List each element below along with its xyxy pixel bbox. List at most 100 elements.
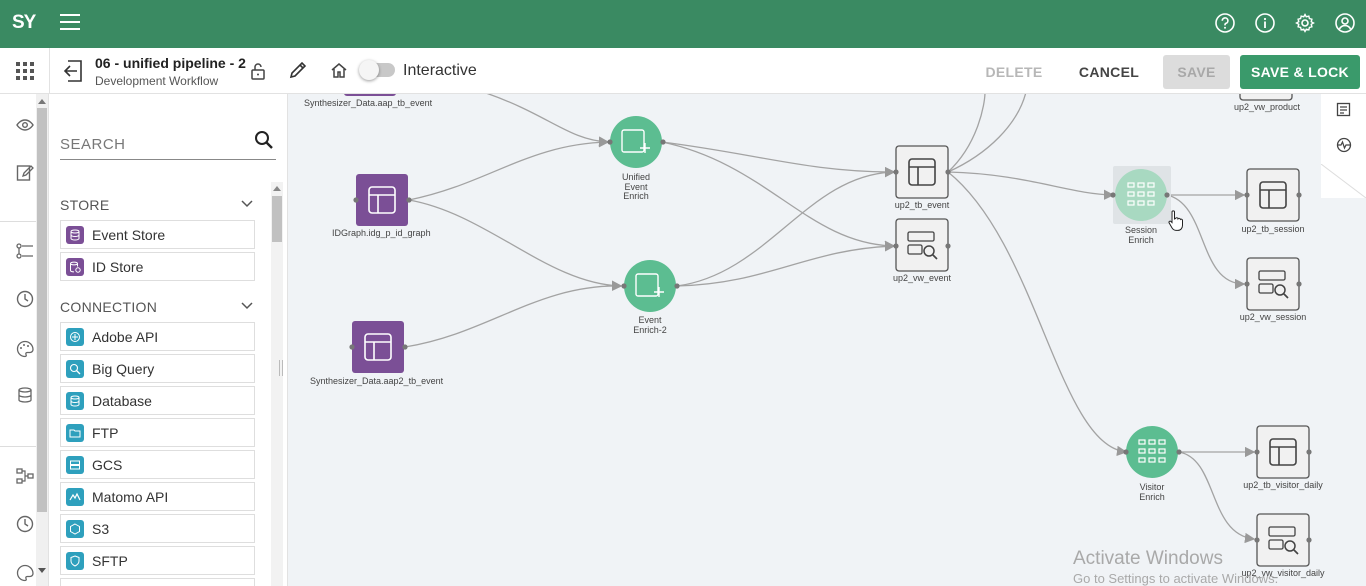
rail-divider	[0, 221, 36, 222]
palette-item-sftp[interactable]: SFTP	[60, 546, 255, 575]
scroll-up-arrow-icon[interactable]	[273, 186, 281, 191]
node-label: up2_vw_visitor_daily	[1241, 568, 1325, 578]
workflow-title-block: 06 - unified pipeline - 2 Development Wo…	[95, 55, 246, 88]
help-icon[interactable]	[1214, 12, 1236, 34]
interactive-toggle[interactable]	[359, 60, 395, 80]
node-up2-vw-event[interactable]	[893, 218, 951, 272]
database-icon	[66, 391, 84, 410]
user-account-icon[interactable]	[1334, 12, 1356, 34]
toggle-knob[interactable]	[359, 60, 379, 80]
node-label: Synthesizer_Data.aap2_tb_event	[310, 376, 444, 386]
save-and-lock-button[interactable]: SAVE & LOCK	[1240, 55, 1360, 89]
cancel-button[interactable]: CANCEL	[1078, 64, 1140, 80]
connection-section-title[interactable]: CONNECTION	[60, 299, 158, 315]
node-up2-vw-product[interactable]	[1239, 94, 1293, 101]
schedule-clock-icon[interactable]	[16, 515, 34, 533]
palette-item-database[interactable]: Database	[60, 386, 255, 415]
node-up2-tb-session[interactable]	[1244, 168, 1302, 222]
palette-item-adobe-api[interactable]: Adobe API	[60, 322, 255, 351]
chevron-down-icon[interactable]	[241, 200, 253, 208]
apps-grid-icon[interactable]	[16, 62, 34, 80]
node-label: Session Enrich	[1124, 225, 1158, 245]
home-icon[interactable]	[330, 62, 348, 79]
edge	[661, 141, 896, 251]
back-exit-icon[interactable]	[63, 59, 85, 83]
search-icon[interactable]	[254, 130, 274, 150]
node-session-enrich[interactable]	[1110, 166, 1171, 224]
history-clock-icon[interactable]	[16, 290, 34, 308]
edge	[947, 171, 1128, 457]
edge	[947, 94, 986, 173]
edge	[661, 141, 896, 178]
node-up2-tb-event[interactable]	[893, 145, 951, 199]
activate-windows-watermark: Activate Windows	[1073, 548, 1223, 569]
app-logo[interactable]: SY	[12, 12, 36, 33]
edge	[676, 241, 896, 287]
palette-icon[interactable]	[16, 340, 34, 358]
info-icon[interactable]	[1254, 12, 1276, 34]
node-up2-tb-visitor-daily[interactable]	[1254, 425, 1312, 479]
node-up2-vw-visitor-daily[interactable]	[1254, 513, 1312, 567]
top-toolbar	[1214, 12, 1356, 34]
panel-resize-handle[interactable]	[279, 360, 283, 376]
node-idgraph[interactable]	[353, 174, 412, 226]
palette-item-matomo-api[interactable]: Matomo API	[60, 482, 255, 511]
node-label: IDGraph.idg_p_id_graph	[332, 228, 431, 238]
flow-nodes-icon[interactable]	[16, 467, 34, 485]
search-input[interactable]: SEARCH	[60, 126, 276, 160]
activity-monitor-icon[interactable]	[1336, 137, 1352, 153]
database-icon	[66, 225, 84, 244]
node-unified-event-enrich[interactable]	[607, 116, 666, 168]
palette-item-big-query[interactable]: Big Query	[60, 354, 255, 383]
palette-item-id-store[interactable]: ID Store	[60, 252, 255, 281]
palette-scrollbar[interactable]	[271, 182, 283, 586]
workflow-header: 06 - unified pipeline - 2 Development Wo…	[0, 48, 1366, 94]
palette-item-event-store[interactable]: Event Store	[60, 220, 255, 249]
store-section-title[interactable]: STORE	[60, 197, 110, 213]
rail-scrollbar[interactable]	[36, 94, 48, 586]
palette-item-label: Matomo API	[92, 488, 169, 505]
unlock-icon[interactable]	[250, 62, 266, 80]
theme-palette-icon[interactable]	[16, 564, 34, 582]
node-label: up2_vw_event	[892, 273, 952, 283]
gear-icon[interactable]	[1294, 12, 1316, 34]
scrollbar-thumb[interactable]	[37, 108, 47, 512]
node-visitor-enrich[interactable]	[1123, 426, 1182, 478]
panel-corner	[1321, 164, 1366, 198]
workflow-title: 06 - unified pipeline - 2	[95, 55, 246, 71]
menu-icon[interactable]	[60, 14, 80, 32]
node-synth-event[interactable]	[344, 94, 396, 96]
node-event-enrich-2[interactable]	[621, 260, 680, 312]
activate-windows-hint: Go to Settings to activate Windows.	[1073, 571, 1279, 586]
pipeline-canvas[interactable]: Synthesizer_Data.aap_tb_event IDGraph.id…	[288, 94, 1366, 586]
pencil-edit-icon[interactable]	[288, 60, 308, 80]
edit-note-icon[interactable]	[16, 164, 34, 182]
node-up2-vw-session[interactable]	[1244, 257, 1302, 311]
node-label: Synthesizer_Data.aap_tb_event	[304, 98, 433, 108]
chevron-down-icon[interactable]	[241, 302, 253, 310]
scrollbar-thumb[interactable]	[272, 196, 282, 242]
matomo-icon	[66, 487, 84, 506]
delete-button[interactable]: DELETE	[985, 64, 1043, 80]
palette-item-label: Database	[92, 392, 152, 409]
pipeline-icon[interactable]	[16, 242, 34, 260]
palette-item-s3[interactable]: S3	[60, 514, 255, 543]
scroll-down-arrow-icon[interactable]	[38, 568, 46, 573]
s3-icon	[66, 519, 84, 538]
palette-item-gcs[interactable]: GCS	[60, 450, 255, 479]
adobe-api-icon	[66, 327, 84, 346]
node-synth-event-2[interactable]	[349, 321, 408, 373]
save-button[interactable]: SAVE	[1163, 55, 1230, 89]
top-bar: SY	[0, 0, 1366, 48]
hand-cursor-icon	[1168, 210, 1183, 231]
edge	[947, 94, 1027, 173]
palette-item-partial[interactable]	[60, 578, 255, 586]
palette-item-ftp[interactable]: FTP	[60, 418, 255, 447]
node-label: up2_vw_product	[1233, 102, 1301, 112]
node-label: Visitor Enrich	[1139, 482, 1165, 502]
stack-layers-icon[interactable]	[16, 386, 34, 404]
scroll-up-arrow-icon[interactable]	[38, 99, 46, 104]
left-rail	[0, 94, 49, 586]
notes-icon[interactable]	[1336, 102, 1352, 118]
eye-icon[interactable]	[16, 116, 34, 134]
